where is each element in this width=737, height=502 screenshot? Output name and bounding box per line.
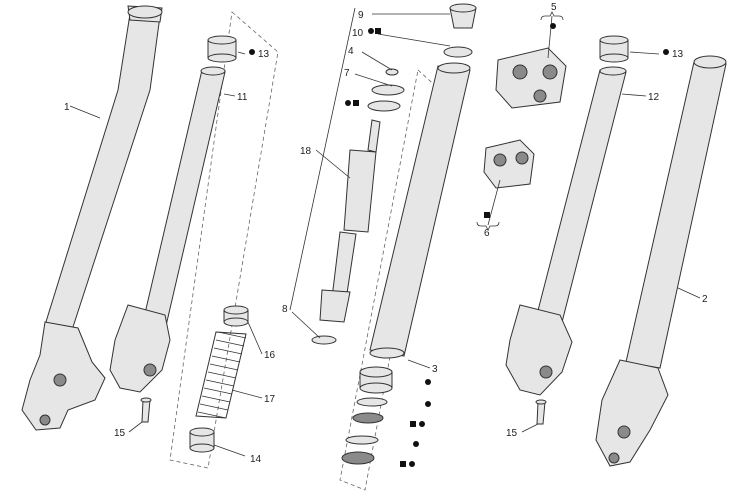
label-part-2: 2 [702, 294, 708, 305]
label-part-8: 8 [282, 304, 288, 315]
symbol-markers [249, 23, 669, 467]
spacer-part-16 [223, 305, 249, 327]
bushing-part-13-left [207, 35, 237, 63]
square-bullet [353, 100, 359, 106]
cap-part-14 [189, 427, 215, 453]
circle-bullet [413, 441, 419, 447]
label-part-13-right: 13 [672, 49, 684, 60]
circle-bullet [425, 379, 431, 385]
square-bullet [375, 28, 381, 34]
label-part-7: 7 [344, 68, 350, 79]
bracket-18 [289, 7, 356, 311]
label-part-15-right: 15 [506, 428, 518, 439]
circle-bullet [419, 421, 425, 427]
square-bullet [484, 212, 490, 218]
label-part-14: 14 [250, 454, 262, 465]
leader-lines [69, 13, 701, 457]
label-part-1: 1 [64, 102, 70, 113]
circle-bullet [368, 28, 374, 34]
fork-slider-part-12 [505, 66, 627, 396]
label-part-16: 16 [264, 350, 276, 361]
seal-stack [341, 366, 393, 465]
label-part-18: 18 [300, 146, 312, 157]
fork-tube-part-2 [595, 55, 727, 467]
fork-clamp-part-5 [495, 47, 567, 109]
assembly-outline-center [339, 69, 441, 491]
label-part-9: 9 [358, 10, 364, 21]
label-part-5: 5 [551, 2, 557, 13]
spring-part-17 [195, 331, 247, 419]
small-parts-top-center [367, 3, 477, 112]
screw-part-15-left [140, 397, 152, 423]
label-part-13-left: 13 [258, 49, 270, 60]
bushing-part-13-right [599, 35, 629, 63]
brace-5 [540, 11, 564, 21]
label-part-6: 6 [484, 228, 490, 239]
square-bullet [410, 421, 416, 427]
label-part-15-left: 15 [114, 428, 126, 439]
label-part-4: 4 [348, 46, 354, 57]
label-part-11: 11 [237, 92, 248, 103]
screw-part-15-right [535, 399, 547, 425]
circle-bullet [249, 49, 255, 55]
brace-6 [476, 221, 500, 231]
fork-clamp-part-6 [483, 139, 535, 189]
circle-bullet [409, 461, 415, 467]
label-part-3: 3 [432, 364, 438, 375]
label-part-10: 10 [352, 28, 364, 39]
fork-tube-part-1 [21, 5, 163, 431]
label-part-17: 17 [264, 394, 276, 405]
circle-bullet [345, 100, 351, 106]
label-part-12: 12 [648, 92, 660, 103]
fork-slider-part-11 [109, 66, 226, 393]
circle-bullet [425, 401, 431, 407]
fork-tube-part-3 [369, 62, 471, 359]
damper-cartridge-part-18 [311, 119, 381, 345]
circle-bullet [663, 49, 669, 55]
circle-bullet [550, 23, 556, 29]
assembly-outline-left [169, 11, 279, 469]
square-bullet [400, 461, 406, 467]
